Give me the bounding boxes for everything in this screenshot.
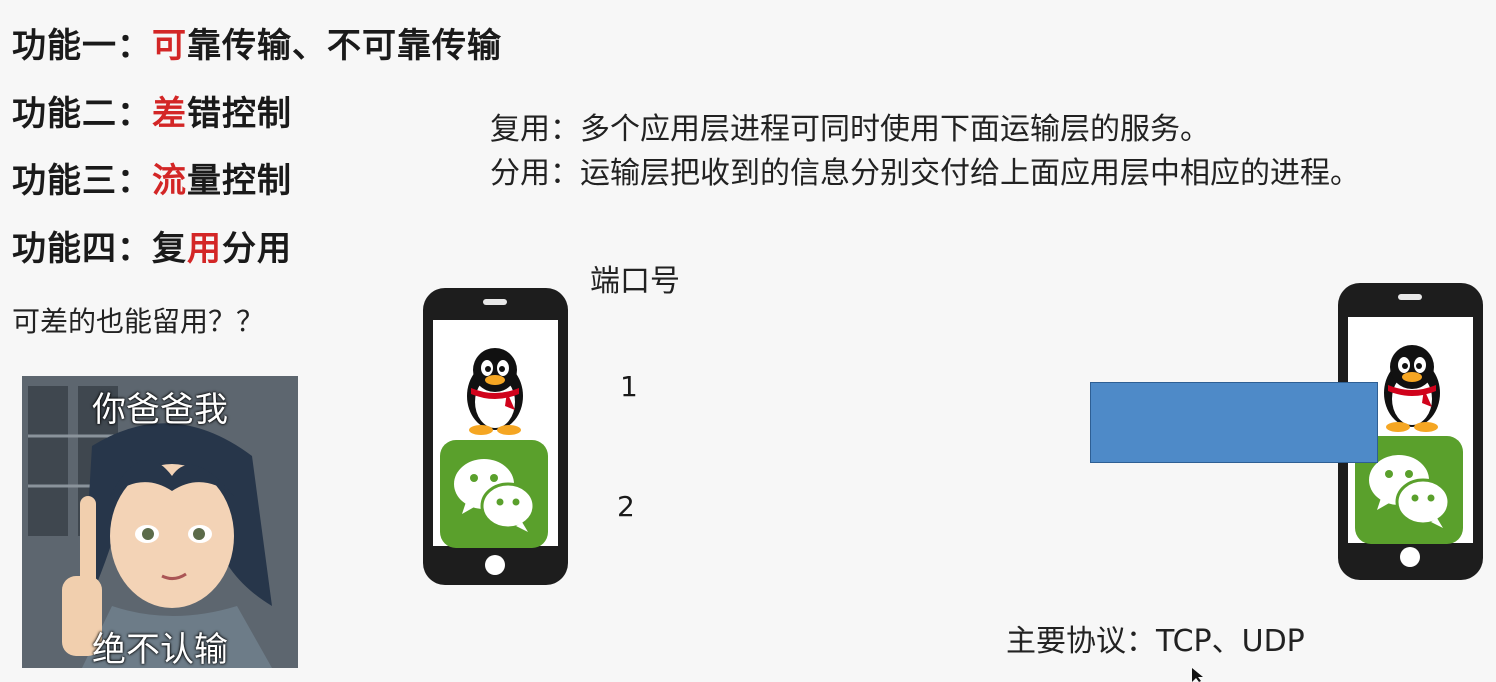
function-two-label: 功能二： [12,94,152,134]
function-three-label: 功能三： [12,161,152,201]
meme-bottom-caption: 绝不认输 [92,630,228,668]
function-two-highlight: 差 [152,94,187,134]
question-text: 可差的也能留用？？ [12,305,265,338]
meme-image: 你爸爸我 绝不认输 [22,376,298,668]
meme-illustration [22,376,298,668]
qq-penguin-icon [1384,345,1440,432]
function-four-highlight: 用 [187,229,222,269]
meme-top-caption: 你爸爸我 [92,390,228,430]
qq-penguin-icon [467,348,523,435]
port-number-1: 1 [620,370,638,403]
function-two: 功能二：差错控制 [12,86,292,135]
left-phone [423,288,568,585]
protocols-text: 主要协议：TCP、UDP [1006,624,1305,659]
multiplex-definition: 复用：多个应用层进程可同时使用下面运输层的服务。 [490,112,1210,147]
function-four-rest1: 复 [152,229,187,269]
function-four: 功能四：复用分用 [12,221,292,270]
port-label: 端口号 [590,264,680,299]
wechat-icon [440,440,548,548]
wechat-bubbles-icon [454,459,536,532]
port-number-2: 2 [617,490,635,523]
demultiplex-definition: 分用：运输层把收到的信息分别交付给上面应用层中相应的进程。 [490,156,1360,191]
function-one-label: 功能一： [12,26,152,66]
phone-speaker [483,299,507,305]
function-three: 功能三：流量控制 [12,153,292,202]
function-four-label: 功能四： [12,229,152,269]
phone-home-button [485,555,505,575]
function-one-highlight: 可 [152,26,187,66]
mouse-cursor-icon [1192,668,1203,682]
wechat-icon [1355,436,1463,544]
blue-rectangle [1090,382,1378,463]
function-three-highlight: 流 [152,161,187,201]
wechat-bubbles-icon [1369,455,1451,528]
function-one: 功能一：可靠传输、不可靠传输 [12,18,502,67]
function-four-rest: 分用 [222,229,292,269]
function-one-rest: 靠传输、不可靠传输 [187,26,502,66]
phone-home-button [1400,547,1420,567]
function-two-rest: 错控制 [187,94,292,134]
phone-speaker [1398,294,1422,300]
function-three-rest: 量控制 [187,161,292,201]
